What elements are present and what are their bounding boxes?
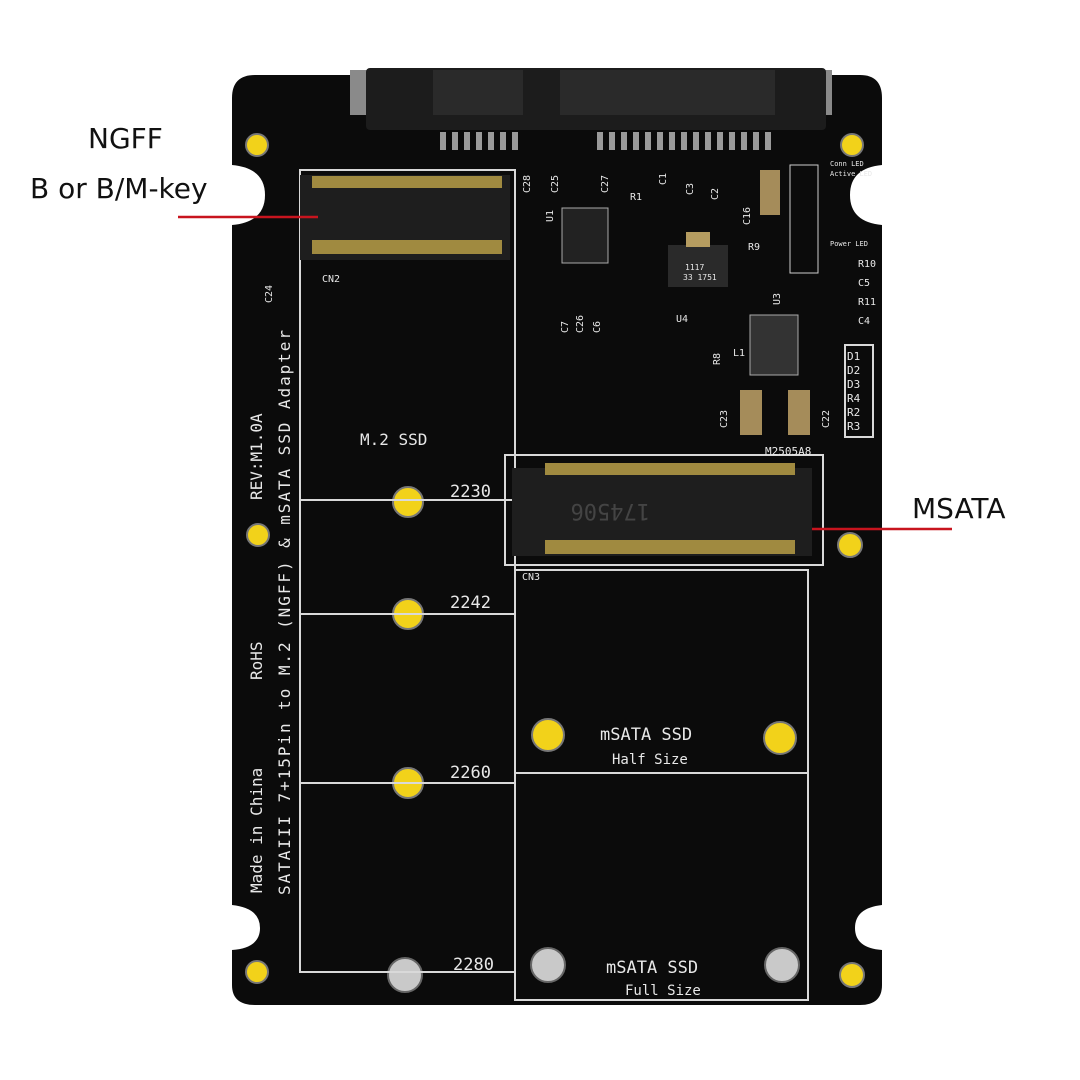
sata-pin — [609, 132, 615, 150]
sata-pin — [597, 132, 603, 150]
msata-connector: 174506 — [512, 463, 812, 556]
msata-half-size: Half Size — [612, 752, 688, 768]
ngff-callout-title: NGFF — [88, 122, 163, 155]
component-label-c23: C23 — [719, 410, 730, 428]
led-component-label: R4 — [847, 392, 861, 405]
sata-pin — [693, 132, 699, 150]
msata-full-size: Full Size — [625, 983, 701, 999]
active-led-label: Active LED — [830, 170, 872, 178]
length-2280: 2280 — [453, 955, 494, 975]
component-label-r8: R8 — [712, 353, 723, 365]
regulator-marking-1: 1117 — [685, 263, 704, 272]
length-2230: 2230 — [450, 482, 491, 502]
component-label-r11: R11 — [858, 297, 876, 308]
component-label-c28: C28 — [522, 175, 533, 193]
sata-pin — [669, 132, 675, 150]
led-component-label: D3 — [847, 378, 860, 391]
sata-pin — [717, 132, 723, 150]
component-label-c26: C26 — [575, 315, 586, 333]
msata-chip-marking: 174506 — [571, 498, 650, 523]
length-2242: 2242 — [450, 593, 491, 613]
component-label-c5: C5 — [858, 278, 870, 289]
sata-pin — [765, 132, 771, 150]
product-description: SATAIII 7+15Pin to M.2 (NGFF) & mSATA SS… — [275, 330, 294, 895]
power-led-label: Power LED — [830, 240, 868, 248]
component-label-r10: R10 — [858, 259, 876, 270]
component-label-c16: C16 — [742, 207, 753, 225]
component-label-c1: C1 — [658, 173, 669, 185]
ngff-callout-key: B or B/M-key — [30, 172, 208, 205]
sata-pin — [633, 132, 639, 150]
conn-led-label: Conn LED — [830, 160, 864, 168]
sata-pin — [681, 132, 687, 150]
component-label-l1: L1 — [733, 348, 745, 359]
sata-pin — [729, 132, 735, 150]
sata-pin — [705, 132, 711, 150]
mounting-screws — [387, 947, 800, 993]
led-component-label: R3 — [847, 420, 860, 433]
led-component-label: R2 — [847, 406, 860, 419]
m2-connector — [300, 175, 510, 260]
part-code: M2505A8 — [765, 445, 811, 458]
msata-half-title: mSATA SSD — [600, 725, 692, 745]
component-label-c24: C24 — [264, 285, 275, 303]
sata-pin — [753, 132, 759, 150]
sata-pin — [645, 132, 651, 150]
rohs-label: RoHS — [247, 641, 266, 680]
component-label-c6: C6 — [592, 321, 603, 333]
component-label-c2: C2 — [710, 188, 721, 200]
sata-pin — [741, 132, 747, 150]
component-label-c4: C4 — [858, 316, 870, 327]
component-label-r1: R1 — [630, 192, 642, 203]
component-label-r9: R9 — [748, 242, 760, 253]
msata-full-title: mSATA SSD — [606, 958, 698, 978]
component-label-c7: C7 — [560, 321, 571, 333]
led-component-label: D2 — [847, 364, 860, 377]
component-label-c25: C25 — [550, 175, 561, 193]
sata-pin — [621, 132, 627, 150]
length-2260: 2260 — [450, 763, 491, 783]
cn2-label: CN2 — [322, 274, 340, 285]
made-in-label: Made in China — [247, 768, 266, 893]
m2-ssd-label: M.2 SSD — [360, 430, 427, 449]
silkscreen-outlines — [299, 169, 874, 1001]
sata-pin — [657, 132, 663, 150]
msata-callout: MSATA — [912, 492, 1006, 525]
component-label-c22: C22 — [821, 410, 832, 428]
component-label-u1: U1 — [545, 210, 556, 222]
revision-label: REV:M1.0A — [247, 413, 266, 500]
regulator-marking-2: 33 1751 — [683, 273, 717, 282]
component-label-u3: U3 — [772, 293, 783, 305]
led-component-label: D1 — [847, 350, 860, 363]
component-label-u4: U4 — [676, 314, 688, 325]
cn3-label: CN3 — [522, 572, 540, 583]
sata-connector — [350, 68, 832, 150]
components: 1117 33 1751 — [561, 164, 819, 435]
component-label-c27: C27 — [600, 175, 611, 193]
component-label-c3: C3 — [685, 183, 696, 195]
